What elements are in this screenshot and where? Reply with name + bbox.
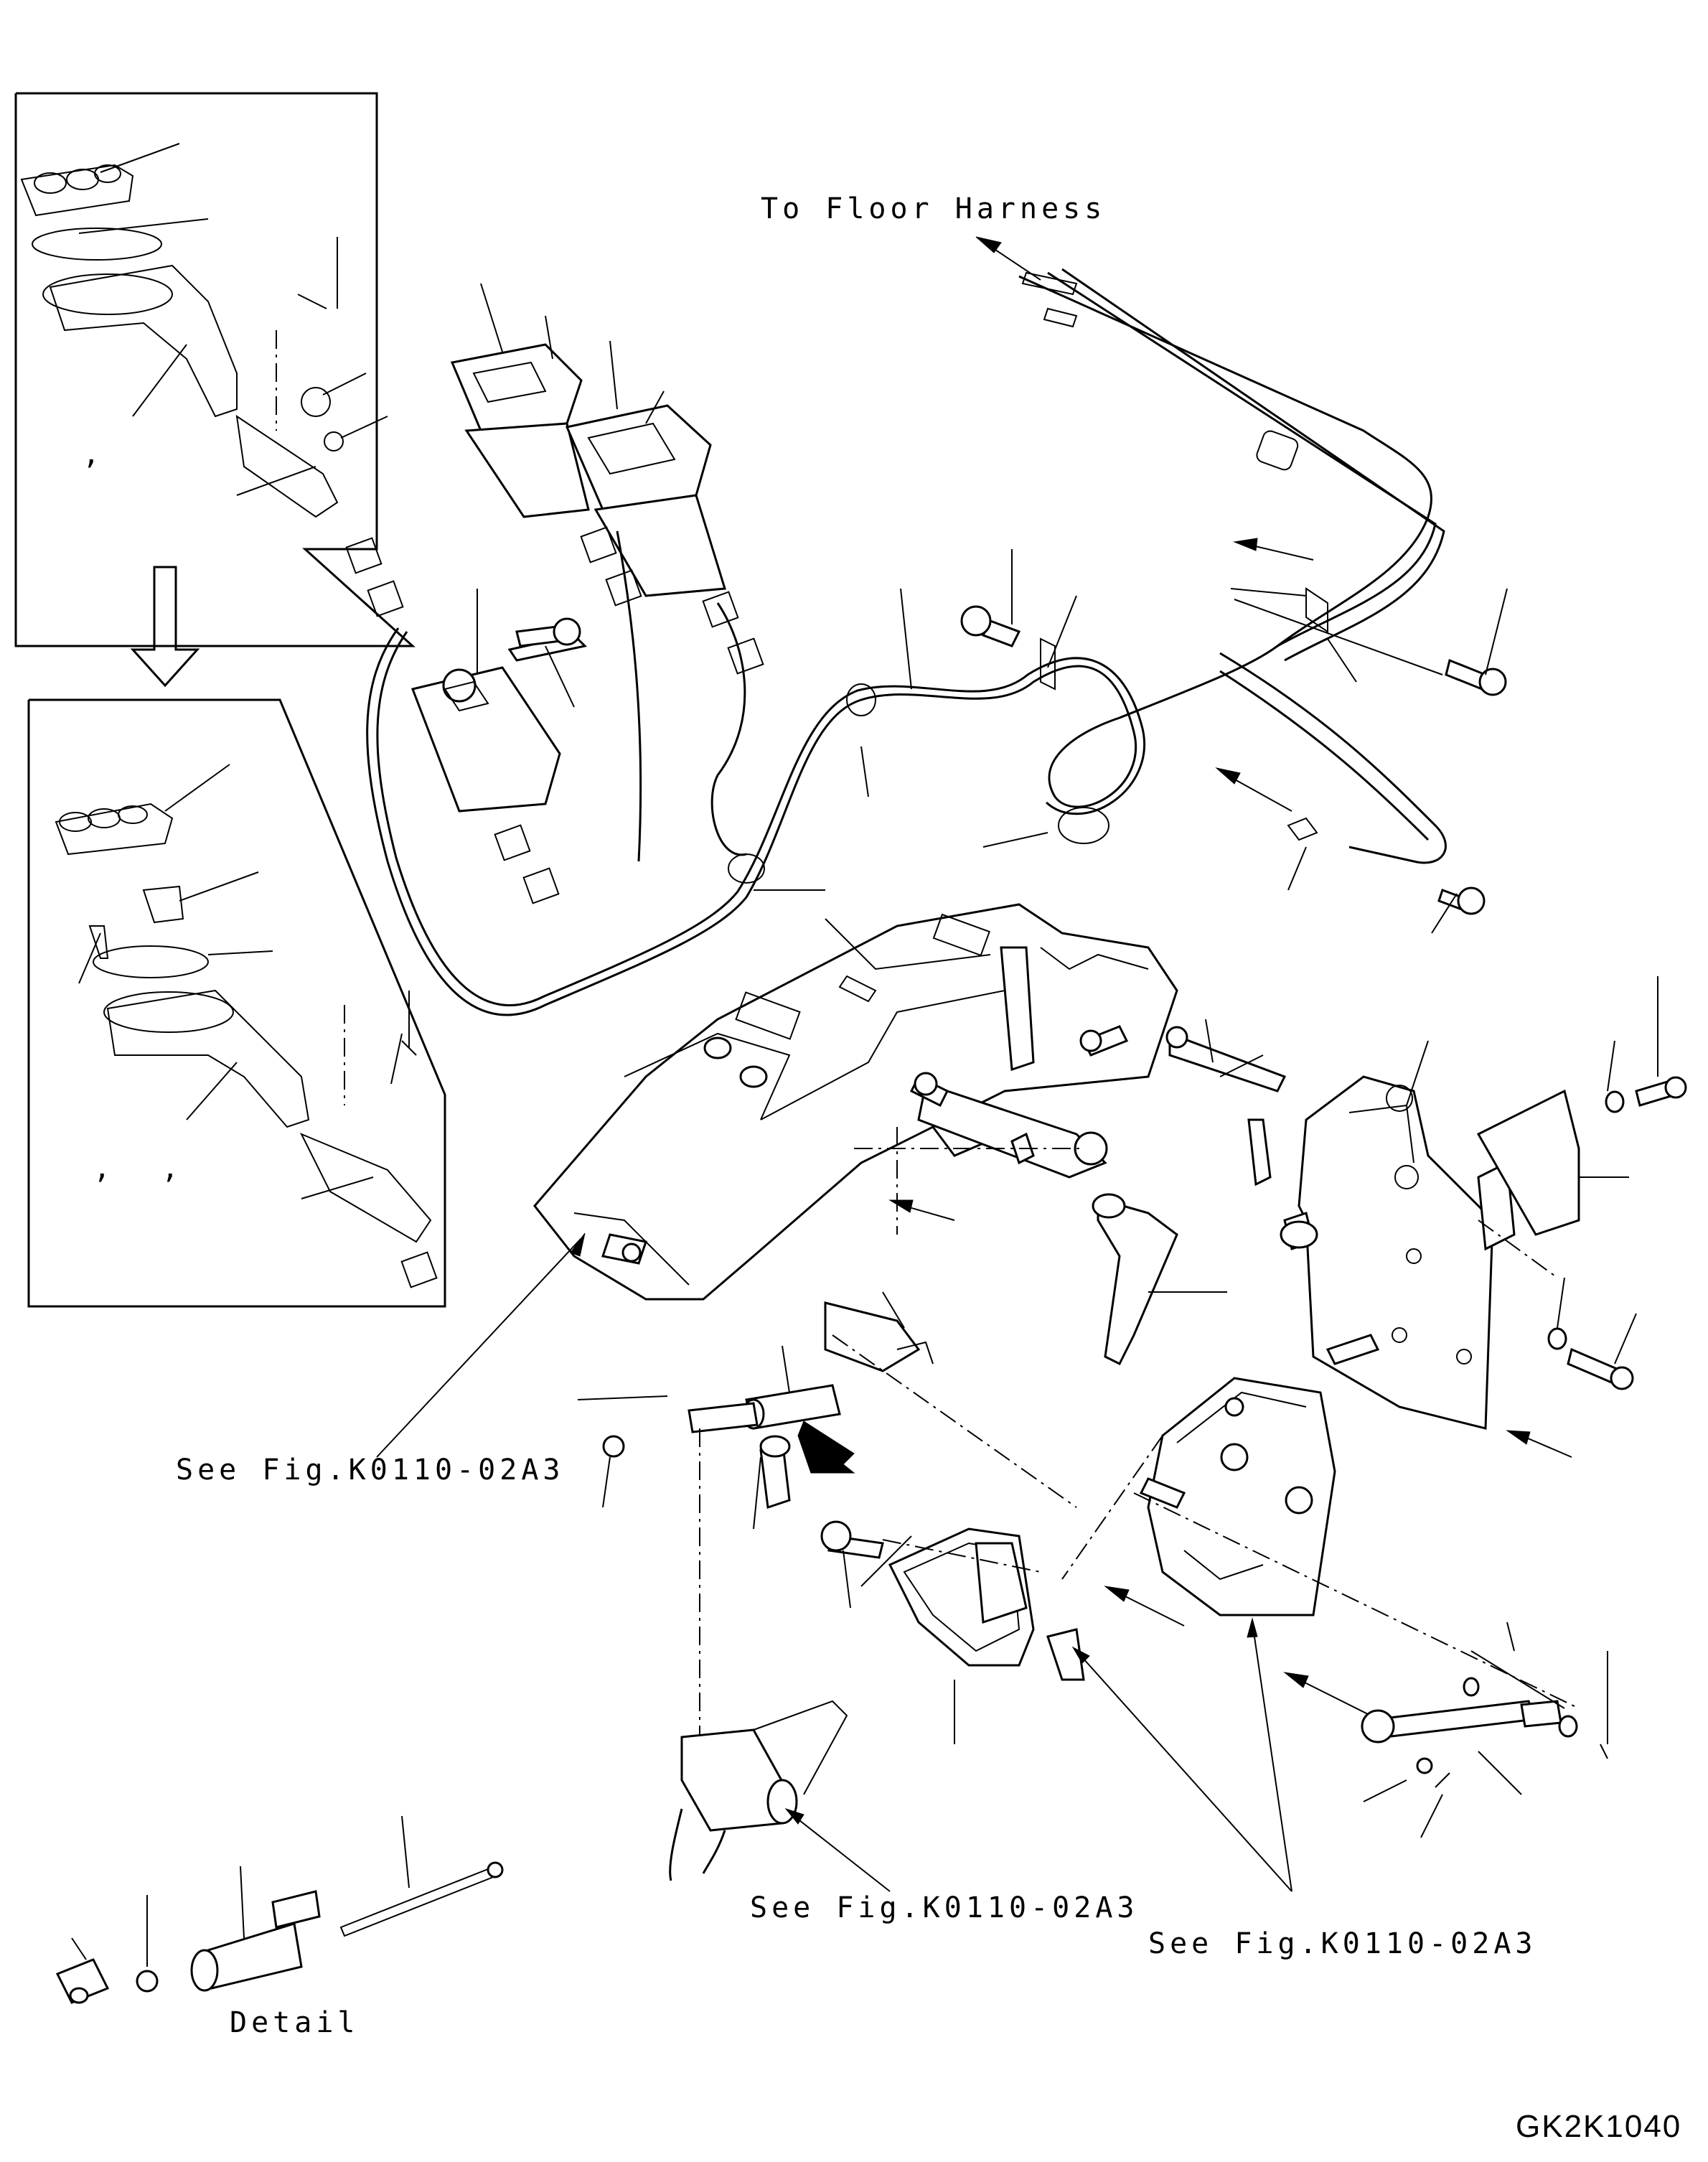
detail-label: Detail — [230, 2006, 360, 2039]
bottom-inset-box — [27, 698, 446, 1308]
rocker-switch-right — [565, 340, 726, 597]
see-fig-label-left: See Fig.K0110-02A3 — [176, 1454, 565, 1487]
down-arrow-icon — [130, 566, 200, 688]
see-fig-label-center: See Fig.K0110-02A3 — [750, 1891, 1139, 1924]
washers-right — [1547, 976, 1687, 1390]
bolts-top — [515, 549, 1508, 934]
pedal-bolt — [820, 1520, 1041, 1609]
pedal-assembly — [669, 1700, 848, 1881]
detail-assembly — [55, 1815, 504, 2004]
right-bracket — [1280, 1040, 1629, 1430]
drawing-code: GK2K1040 — [1516, 2109, 1682, 2144]
top-inset-box — [14, 92, 416, 647]
pedal-bracket — [1061, 1377, 1580, 1709]
tilt-cylinder — [577, 1291, 1077, 1744]
rocker-switch-left — [450, 283, 590, 518]
pedal-cover — [860, 1527, 1085, 1744]
inset-bottom-mark-2: , — [161, 1152, 184, 1185]
small-lever — [1165, 1019, 1287, 1187]
inset-top-mark: , — [83, 438, 105, 471]
to-floor-harness-label: To Floor Harness — [761, 192, 1107, 225]
tilt-lever — [1092, 1193, 1227, 1366]
wiring-harness — [366, 268, 1447, 1016]
steering-frame — [533, 903, 1178, 1301]
see-fig-leaders — [376, 1232, 1292, 1892]
pointer-arrows — [797, 236, 1572, 1716]
see-fig-label-right: See Fig.K0110-02A3 — [1148, 1927, 1537, 1960]
gas-strut — [1361, 1622, 1608, 1838]
inset-bottom-mark-1: , — [93, 1152, 116, 1185]
